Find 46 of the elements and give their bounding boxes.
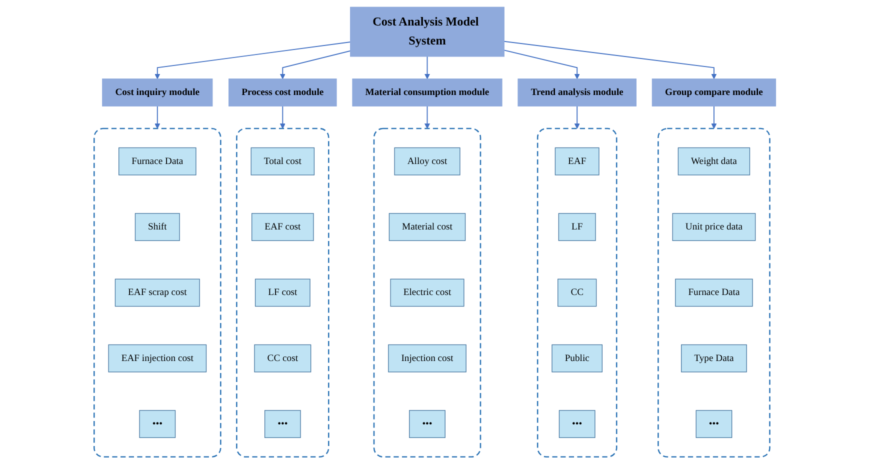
arrow xyxy=(574,106,580,129)
node-box xyxy=(139,410,176,438)
node-box xyxy=(108,344,207,372)
node-box xyxy=(678,147,750,176)
node-box xyxy=(252,213,314,241)
arrow xyxy=(504,40,717,80)
arrow xyxy=(154,106,160,129)
node-box xyxy=(250,147,315,176)
node-box xyxy=(114,278,200,307)
node-box xyxy=(388,344,466,372)
node-box xyxy=(228,78,337,106)
node-box xyxy=(390,278,464,307)
node-box xyxy=(394,147,460,176)
node-box xyxy=(554,147,600,176)
node-box xyxy=(672,213,756,241)
node-box xyxy=(254,344,312,372)
arrow xyxy=(154,42,351,80)
node-box xyxy=(696,410,732,438)
node-box xyxy=(652,78,776,106)
node-box xyxy=(388,213,466,241)
node-box xyxy=(681,344,747,372)
node-box xyxy=(558,213,596,241)
arrow xyxy=(504,50,580,80)
node-box xyxy=(552,344,603,372)
node-box xyxy=(675,278,753,307)
cluster xyxy=(373,128,482,458)
arrow xyxy=(711,106,717,129)
node-box xyxy=(558,410,596,438)
cluster xyxy=(236,128,330,458)
cluster xyxy=(94,128,222,458)
node-box xyxy=(350,6,504,57)
node-box xyxy=(118,147,196,176)
node-box xyxy=(352,78,502,106)
node-box xyxy=(558,278,597,307)
arrow xyxy=(424,56,430,80)
arrow xyxy=(280,50,351,80)
arrow xyxy=(280,106,286,129)
node-box xyxy=(409,410,446,438)
node-box xyxy=(518,78,637,106)
arrow xyxy=(424,106,430,129)
node-box xyxy=(102,78,213,106)
cluster xyxy=(658,128,770,458)
node-box xyxy=(134,213,180,241)
node-box xyxy=(264,410,301,438)
cluster xyxy=(537,128,618,458)
node-box xyxy=(255,278,310,307)
